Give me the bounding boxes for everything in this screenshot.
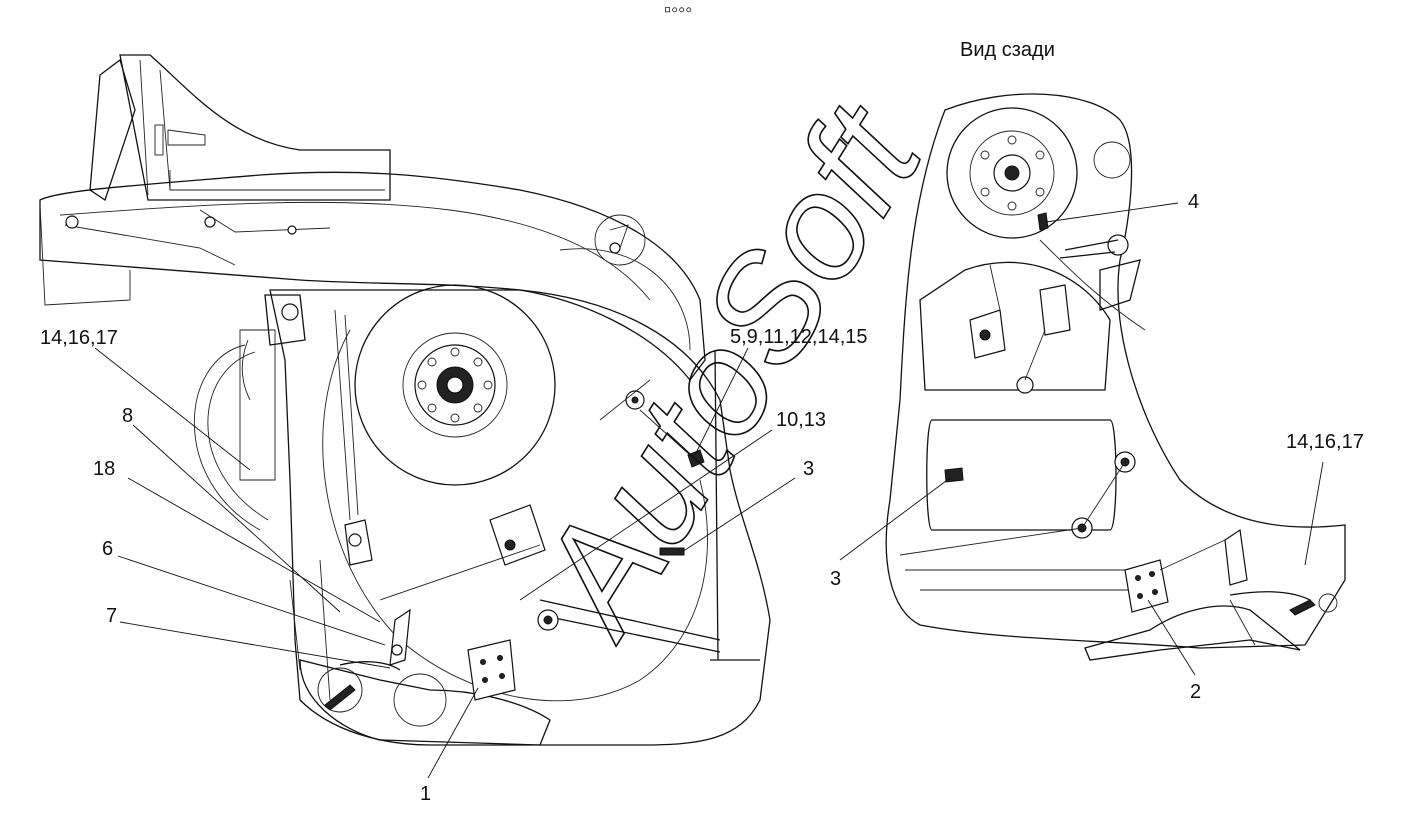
leader-lines: [94, 202, 1324, 779]
callout-10-13: 10,13: [776, 409, 826, 431]
left-view: [39, 54, 771, 746]
right-callouts: 4 14,16,17 3 2: [830, 191, 1364, 703]
callout-3-right: 3: [830, 568, 841, 590]
callout-14-16-17-right: 14,16,17: [1286, 431, 1364, 453]
callout-5-9-11-12-14-15: 5,9,11,12,14,15: [730, 326, 868, 348]
callout-8: 8: [122, 405, 133, 427]
callout-7: 7: [106, 605, 117, 627]
callout-18: 18: [93, 458, 115, 480]
svg-text:AutoSoft: AutoSoft: [500, 75, 954, 663]
callout-14-16-17-left: 14,16,17: [40, 327, 118, 349]
callout-1: 1: [420, 783, 431, 805]
callout-6: 6: [102, 538, 113, 560]
view-title: Вид сзади: [960, 39, 1055, 61]
callout-2: 2: [1190, 681, 1201, 703]
top-glyph: ▫◦◦◦: [664, 0, 692, 21]
right-view: [885, 93, 1346, 661]
callout-4: 4: [1188, 191, 1199, 213]
left-callouts: 14,16,17 8 18 6 7 1 3 10,13 5,9,11,12,14…: [40, 326, 868, 805]
callout-3-left: 3: [803, 458, 814, 480]
watermark: AutoSoft: [500, 75, 956, 665]
